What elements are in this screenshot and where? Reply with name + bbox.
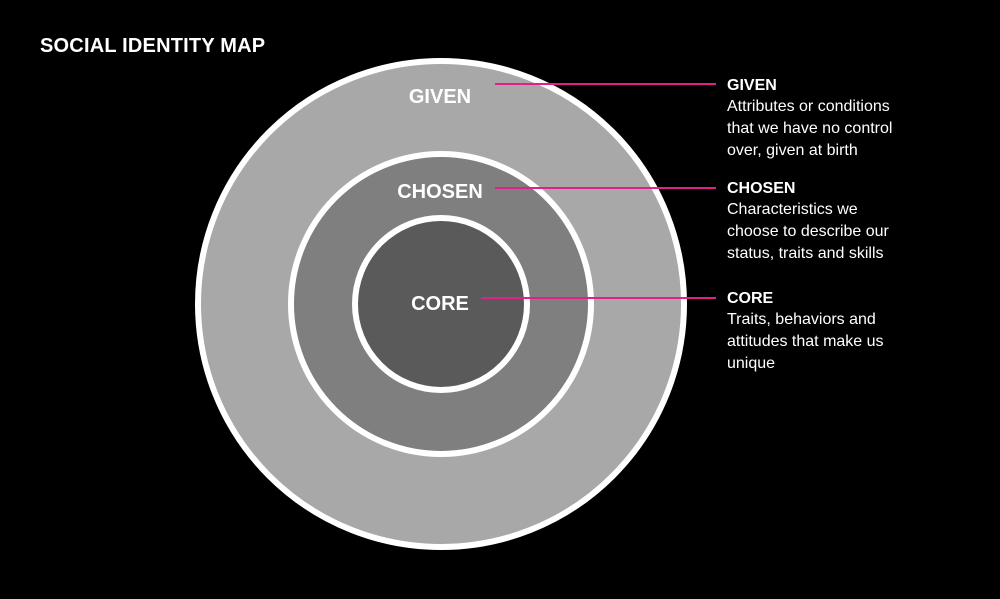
legend-line: status, traits and skills — [727, 245, 884, 262]
legend-line: Traits, behaviors and — [727, 311, 876, 328]
legend-entry-given: GIVEN Attributes or conditions that we h… — [727, 76, 977, 162]
legend-line: Attributes or conditions — [727, 98, 890, 115]
legend-heading-core: CORE — [727, 290, 774, 307]
legend-heading-chosen: CHOSEN — [727, 180, 796, 197]
core-circle — [352, 215, 530, 393]
legend-description-given: Attributes or conditions that we have no… — [727, 96, 977, 162]
legend-description-core: Traits, behaviors and attitudes that mak… — [727, 309, 977, 375]
page-title: SOCIAL IDENTITY MAP — [40, 35, 266, 57]
legend-line: attitudes that make us — [727, 333, 884, 350]
legend-description-chosen: Characteristics we choose to describe ou… — [727, 199, 977, 265]
chosen-ring-label: CHOSEN — [397, 181, 483, 203]
core-ring-label: CORE — [411, 293, 469, 315]
legend-line: that we have no control — [727, 120, 893, 137]
legend-entry-chosen: CHOSEN Characteristics we choose to desc… — [727, 179, 977, 265]
given-ring-label: GIVEN — [409, 86, 471, 108]
legend-line: over, given at birth — [727, 142, 858, 159]
legend-line: choose to describe our — [727, 223, 889, 240]
legend-heading-given: GIVEN — [727, 77, 777, 94]
legend-line: unique — [727, 355, 776, 372]
legend-line: Characteristics we — [727, 201, 858, 218]
legend-entry-core: CORE Traits, behaviors and attitudes tha… — [727, 289, 977, 375]
